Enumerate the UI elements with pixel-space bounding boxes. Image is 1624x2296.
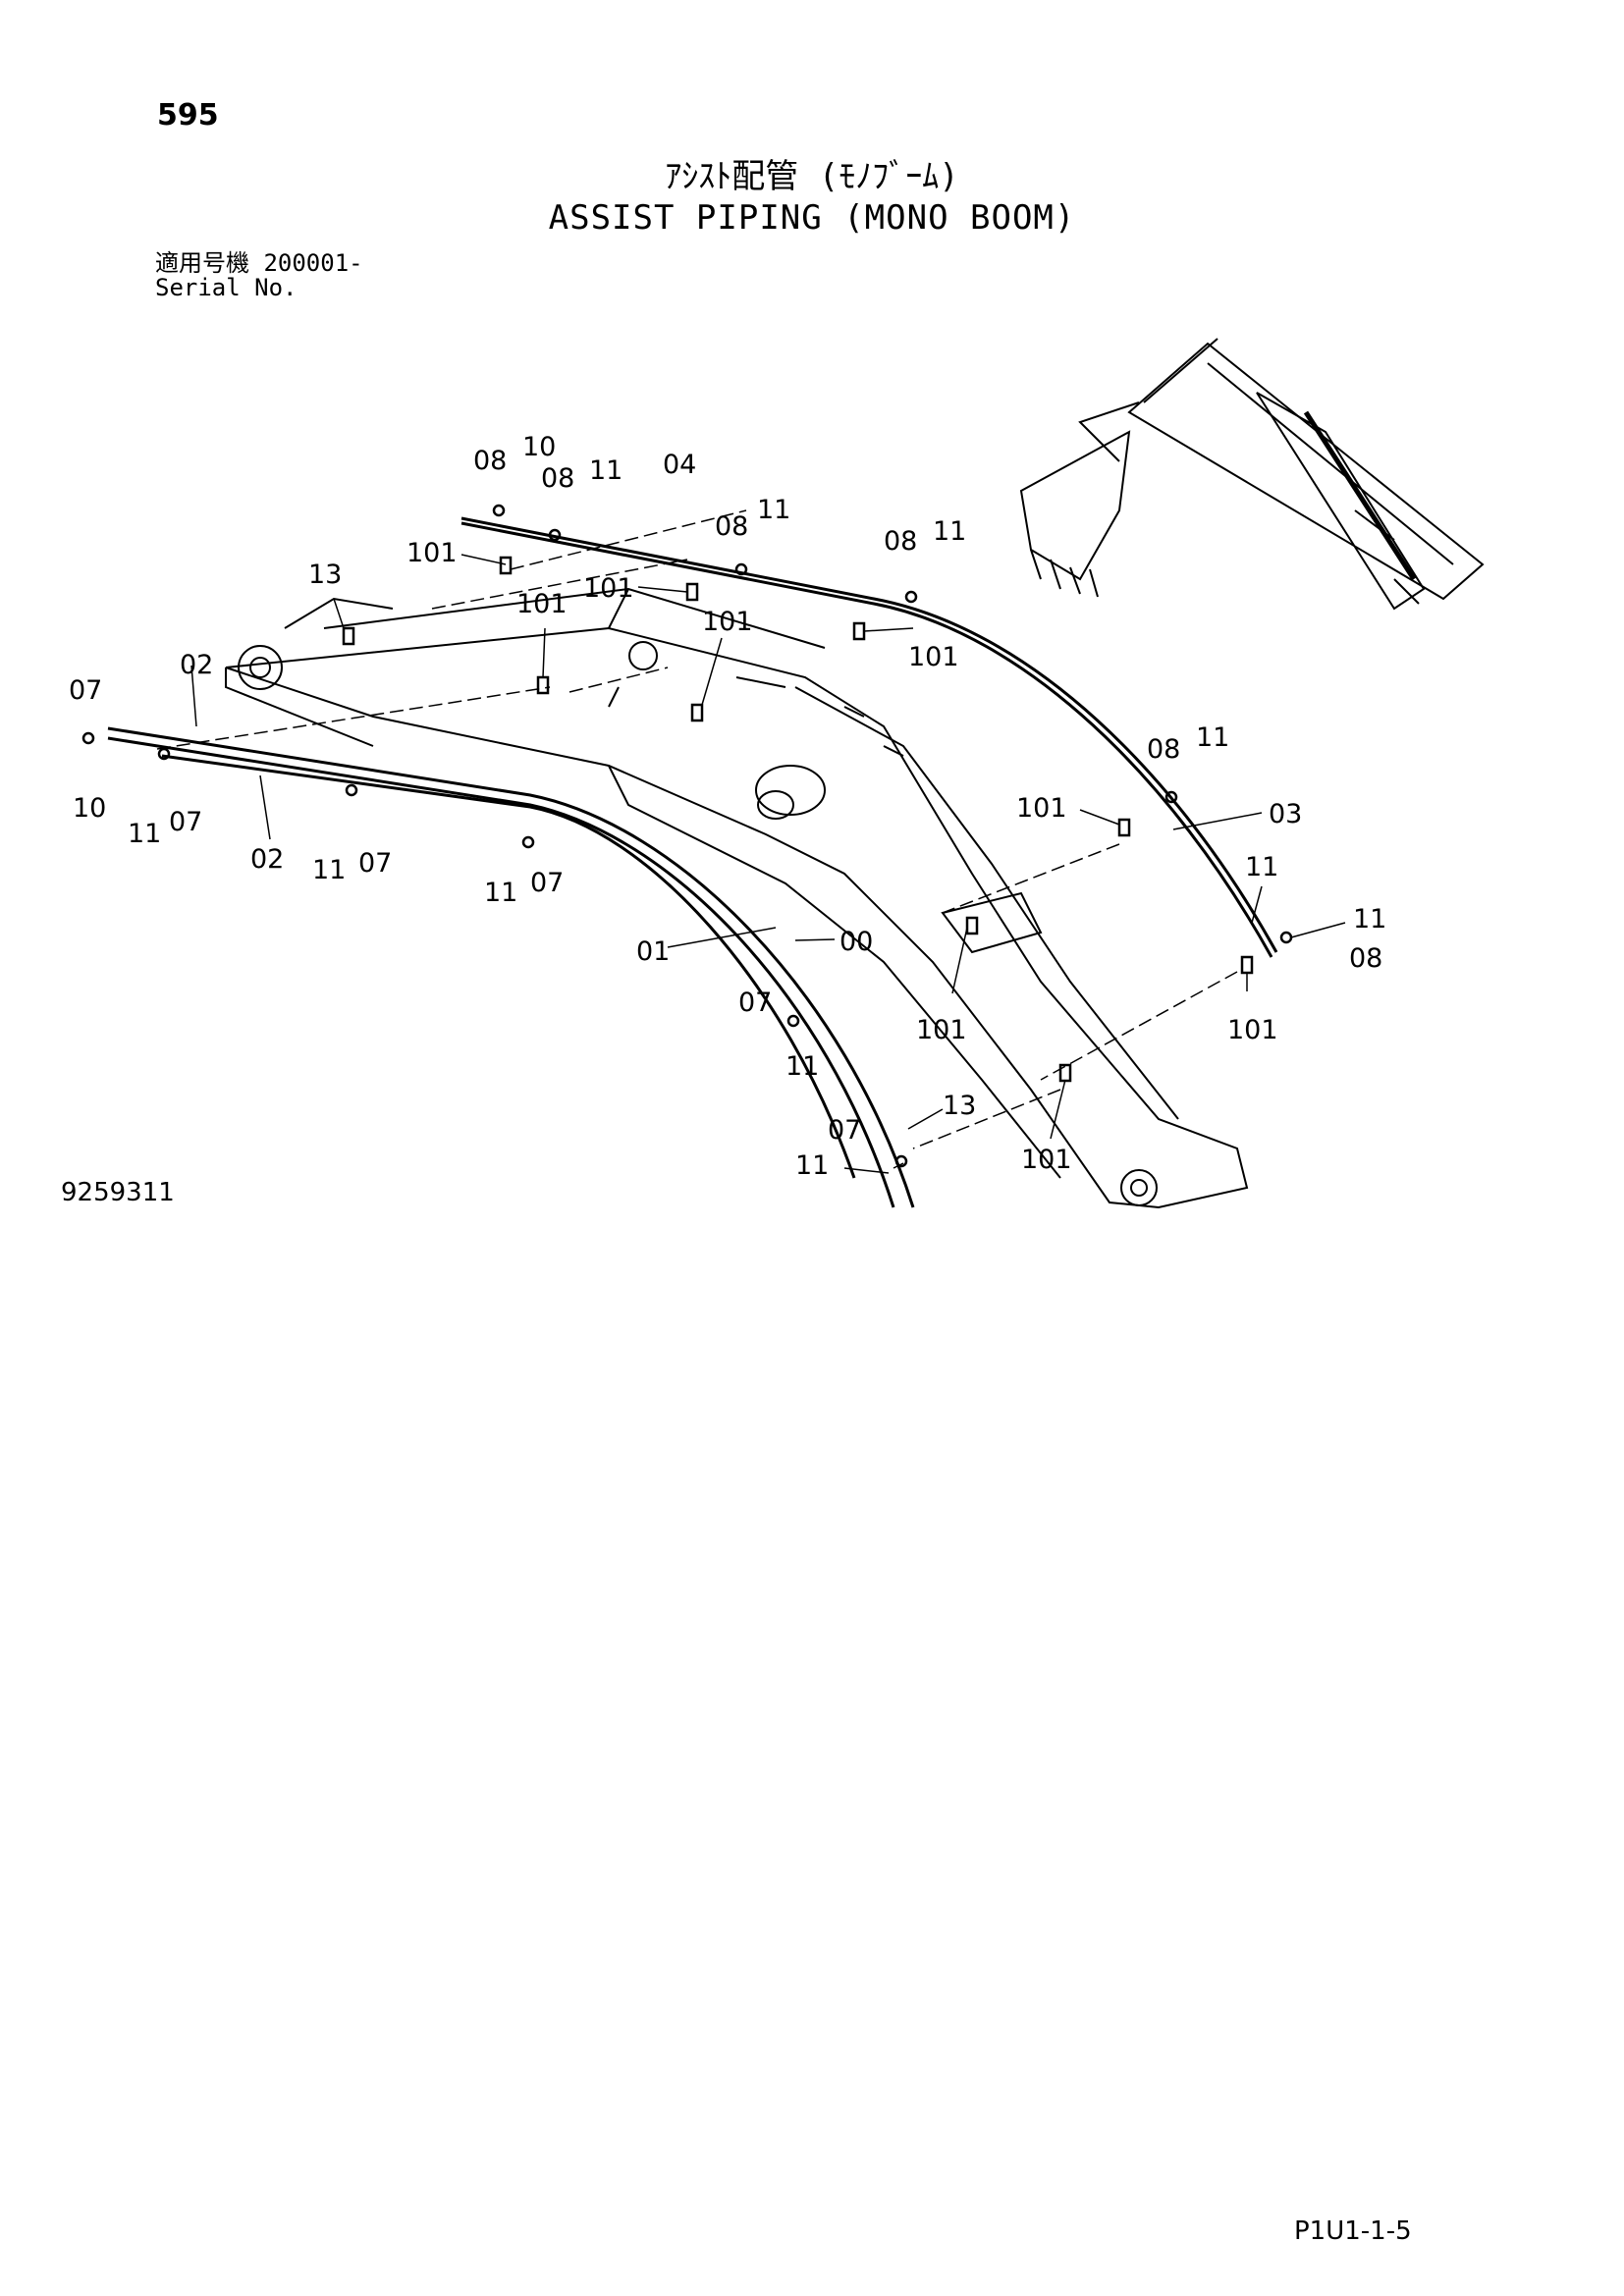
callout: 101 [516, 589, 568, 619]
callout: 11 [484, 878, 517, 908]
callout: 08 [1147, 734, 1180, 765]
callout: 07 [358, 848, 392, 879]
callout: 101 [583, 573, 634, 604]
title-english: ASSIST PIPING (MONO BOOM) [548, 198, 1076, 238]
callout: 07 [69, 675, 102, 706]
title-japanese: ｱｼｽﾄ配管 (ﾓﾉﾌﾞｰﾑ) [665, 157, 959, 196]
callout: 00 [839, 927, 873, 957]
callout: 11 [589, 455, 623, 486]
page-number: 595 [157, 98, 219, 133]
callout: 13 [308, 560, 342, 590]
callout: 11 [312, 855, 346, 885]
callout: 08 [473, 446, 507, 476]
callout: 101 [406, 538, 458, 568]
callout: 08 [1349, 943, 1382, 974]
callout: 11 [128, 819, 161, 849]
callout: 08 [541, 463, 574, 494]
excavator-inset [1019, 338, 1485, 611]
callout: 101 [908, 642, 959, 672]
callout: 10 [522, 432, 556, 462]
callout: 04 [663, 450, 696, 480]
callout: 08 [884, 526, 917, 557]
callout: 07 [828, 1115, 861, 1146]
diagram-number: 9259311 [61, 1178, 175, 1207]
callout: 11 [933, 516, 966, 547]
callout: 11 [785, 1051, 819, 1082]
callout: 07 [738, 988, 772, 1018]
callout: 08 [715, 511, 748, 542]
callout: 101 [1016, 793, 1067, 824]
callout: 02 [180, 650, 213, 680]
callout: 11 [1196, 722, 1229, 753]
callout: 07 [530, 868, 564, 898]
callout: 13 [943, 1091, 976, 1121]
callout: 101 [916, 1015, 967, 1045]
serial-jp: 適用号機 200001- [155, 249, 363, 277]
callout: 11 [1353, 904, 1386, 934]
callout: 10 [73, 793, 106, 824]
callout: 101 [702, 607, 753, 637]
callout: 01 [636, 936, 670, 967]
callout: 11 [1245, 852, 1278, 882]
callout: 11 [757, 495, 790, 525]
callout-labels: 00 01 02 02 03 04 07 07 07 07 07 07 08 0… [69, 432, 1386, 1181]
callout: 02 [250, 844, 284, 875]
callout: 101 [1021, 1145, 1072, 1175]
mono-boom [225, 587, 1249, 1209]
callout: 03 [1269, 799, 1302, 829]
page-code: P1U1-1-5 [1294, 2216, 1412, 2246]
callout: 101 [1227, 1015, 1278, 1045]
pipes [107, 516, 1278, 1208]
serial-en: Serial No. [155, 274, 298, 301]
callout: 11 [795, 1150, 829, 1181]
callout: 07 [169, 807, 202, 837]
leader-dashes [156, 509, 1238, 1149]
callout-leaders [190, 554, 1346, 1174]
clamps [81, 504, 1293, 1168]
serial-info: 適用号機 200001- Serial No. [155, 251, 363, 300]
